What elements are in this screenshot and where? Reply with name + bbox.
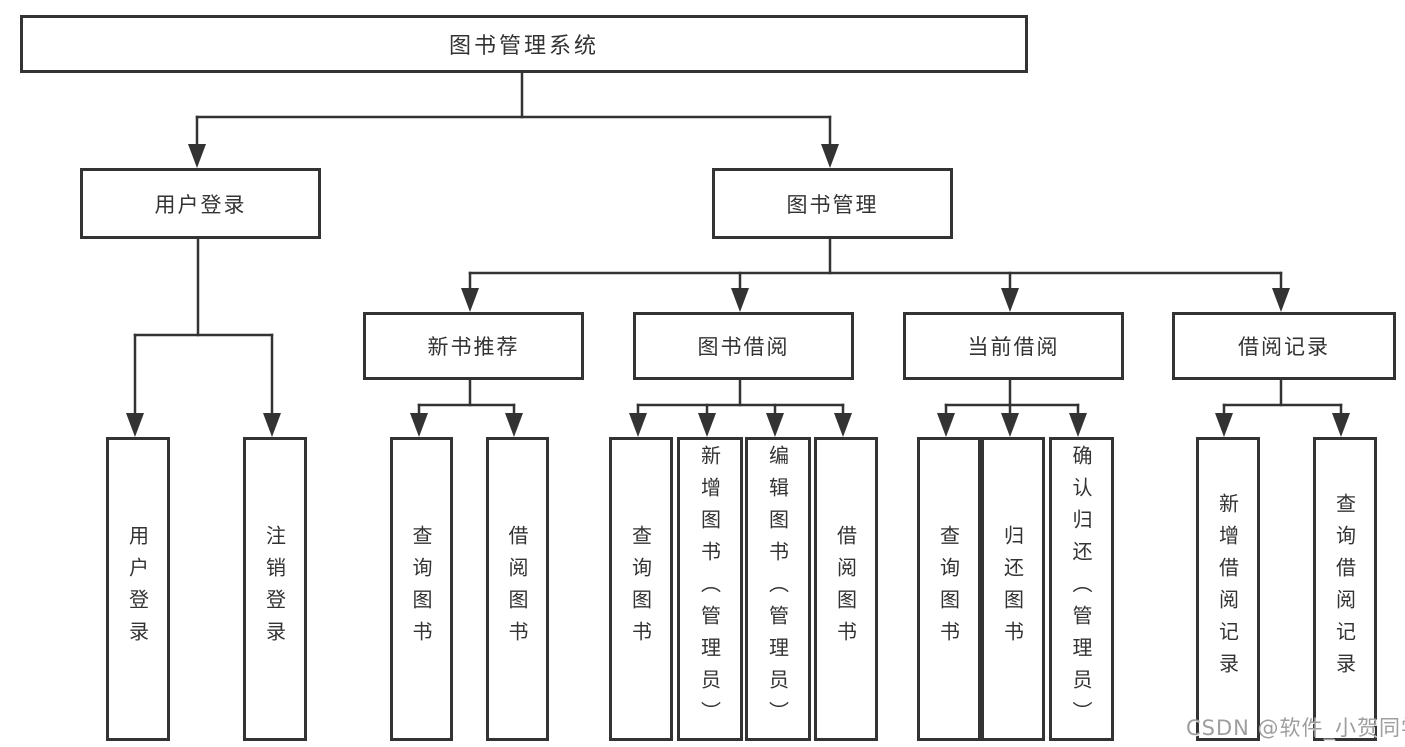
leaf-logout: 注销登录: [243, 437, 307, 741]
leaf-user-login: 用户登录: [106, 437, 170, 741]
leaf-query-books-borrow: 查询图书: [609, 437, 673, 741]
leaf-edit-books-admin: 编辑图书（管理员）: [745, 437, 811, 741]
leaf-borrow-books-recommend: 借阅图书: [486, 437, 549, 741]
node-borrowing-records: 借阅记录: [1172, 312, 1396, 380]
node-user-login: 用户登录: [80, 168, 321, 239]
leaf-add-borrow-record: 新增借阅记录: [1196, 437, 1260, 741]
leaf-query-books-recommend: 查询图书: [390, 437, 453, 741]
leaf-return-books: 归还图书: [981, 437, 1045, 741]
leaf-borrow-books: 借阅图书: [814, 437, 878, 741]
node-library-system: 图书管理系统: [20, 15, 1028, 73]
leaf-confirm-return-admin: 确认归还（管理员）: [1049, 437, 1114, 741]
node-new-book-recommend: 新书推荐: [363, 312, 584, 380]
node-book-borrowing: 图书借阅: [633, 312, 854, 380]
node-book-management: 图书管理: [712, 168, 953, 239]
csdn-watermark: CSDN @软件_小贺同学: [1186, 716, 1405, 740]
leaf-query-books-current: 查询图书: [917, 437, 981, 741]
leaf-add-books-admin: 新增图书（管理员）: [677, 437, 743, 741]
node-current-borrowing: 当前借阅: [903, 312, 1124, 380]
leaf-query-borrow-record: 查询借阅记录: [1313, 437, 1377, 741]
